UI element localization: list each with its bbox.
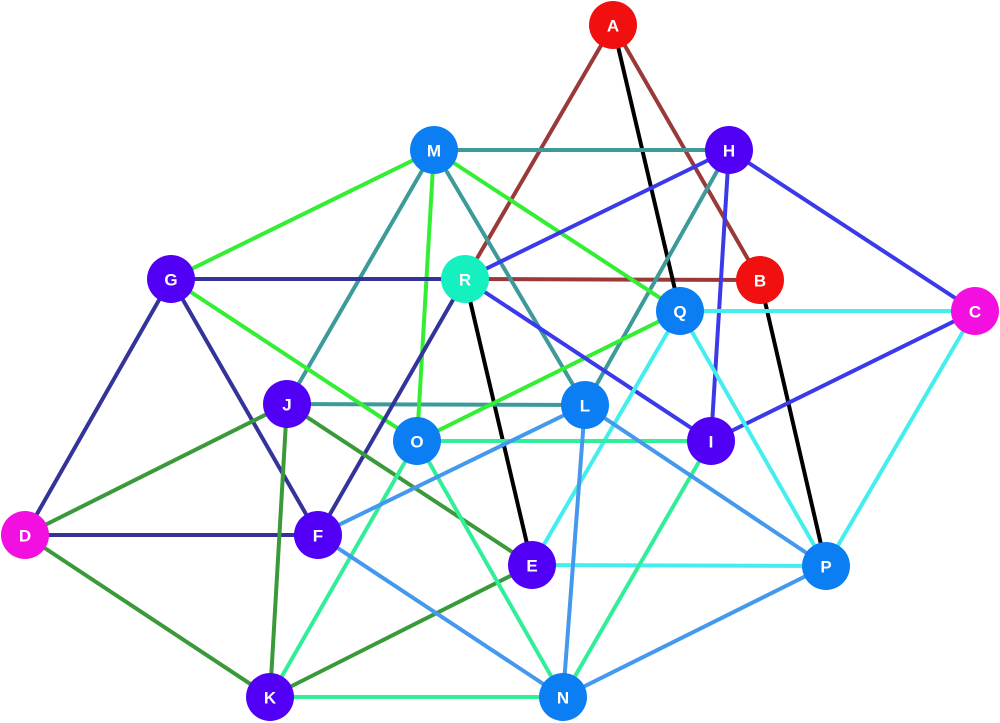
edge-g-o [169, 277, 419, 443]
edge-c-i [709, 309, 977, 443]
node-label: G [164, 271, 177, 290]
node-circle [246, 673, 294, 721]
node-circle [656, 287, 704, 335]
node-circle [589, 1, 637, 49]
node-circle [687, 417, 735, 465]
edge-r-e [463, 277, 534, 567]
edge-o-k [268, 439, 419, 699]
node-label: A [607, 17, 619, 36]
node-q: Q [656, 287, 704, 335]
node-circle [736, 256, 784, 304]
node-label: H [723, 142, 735, 161]
edge-n-p [561, 564, 828, 699]
node-label: Q [673, 303, 686, 322]
node-k: K [246, 673, 294, 721]
edge-j-l [285, 402, 587, 407]
node-r: R [441, 255, 489, 303]
edge-q-p [678, 309, 828, 568]
edge-l-p [583, 403, 828, 568]
node-g: G [147, 255, 195, 303]
edge-m-g [169, 148, 436, 281]
node-a: A [589, 1, 637, 49]
node-label: O [410, 433, 423, 452]
node-h: H [705, 126, 753, 174]
edge-d-k [23, 533, 272, 699]
edge-c-p [824, 309, 977, 568]
node-c: C [951, 287, 999, 335]
node-circle [539, 673, 587, 721]
node-circle [441, 255, 489, 303]
edge-o-q [415, 309, 682, 443]
edge-j-d [23, 402, 289, 537]
node-label: C [969, 303, 981, 322]
node-circle [294, 511, 342, 559]
edge-r-f [316, 277, 467, 537]
node-label: B [754, 272, 766, 291]
edge-m-l [432, 148, 587, 407]
node-b: B [736, 256, 784, 304]
edge-g-d [23, 277, 173, 537]
edge-f-n [316, 533, 565, 699]
node-label: L [580, 397, 590, 416]
node-label: M [427, 142, 441, 161]
node-f: F [294, 511, 342, 559]
edge-q-e [530, 309, 682, 567]
node-circle [705, 126, 753, 174]
edge-h-r [463, 148, 731, 281]
node-i: I [687, 417, 735, 465]
edge-a-b [611, 23, 762, 282]
node-circle [263, 380, 311, 428]
node-label: F [313, 527, 323, 546]
edge-r-i [463, 277, 713, 443]
edge-h-c [727, 148, 977, 313]
edge-o-n [415, 439, 565, 699]
edge-k-e [268, 563, 534, 699]
edge-l-f [316, 403, 587, 537]
node-circle [1, 511, 49, 559]
edge-j-k [268, 402, 289, 699]
node-label: I [709, 433, 714, 452]
edge-m-o [415, 148, 436, 443]
node-label: D [19, 527, 31, 546]
node-o: O [393, 417, 441, 465]
node-circle [951, 287, 999, 335]
node-label: J [282, 396, 291, 415]
node-m: M [410, 126, 458, 174]
edge-e-p [530, 563, 828, 568]
edge-l-n [561, 403, 587, 699]
edge-m-q [432, 148, 682, 313]
edge-a-q [611, 23, 682, 313]
node-label: R [459, 271, 471, 290]
node-e: E [508, 541, 556, 589]
node-n: N [539, 673, 587, 721]
node-p: P [802, 542, 850, 590]
edge-layer [23, 23, 977, 699]
node-label: P [820, 558, 831, 577]
node-j: J [263, 380, 311, 428]
node-circle [147, 255, 195, 303]
edge-r-b [463, 277, 762, 282]
edge-h-i [709, 148, 731, 443]
node-label: N [557, 689, 569, 708]
node-circle [802, 542, 850, 590]
node-label: K [264, 689, 277, 708]
node-d: D [1, 511, 49, 559]
node-l: L [561, 381, 609, 429]
edge-i-n [561, 439, 713, 699]
edge-h-l [583, 148, 731, 407]
edge-b-p [758, 278, 828, 568]
edge-g-f [169, 277, 320, 537]
node-circle [561, 381, 609, 429]
node-circle [393, 417, 441, 465]
node-label: E [526, 557, 537, 576]
node-circle [508, 541, 556, 589]
node-circle [410, 126, 458, 174]
edge-j-e [285, 402, 534, 567]
